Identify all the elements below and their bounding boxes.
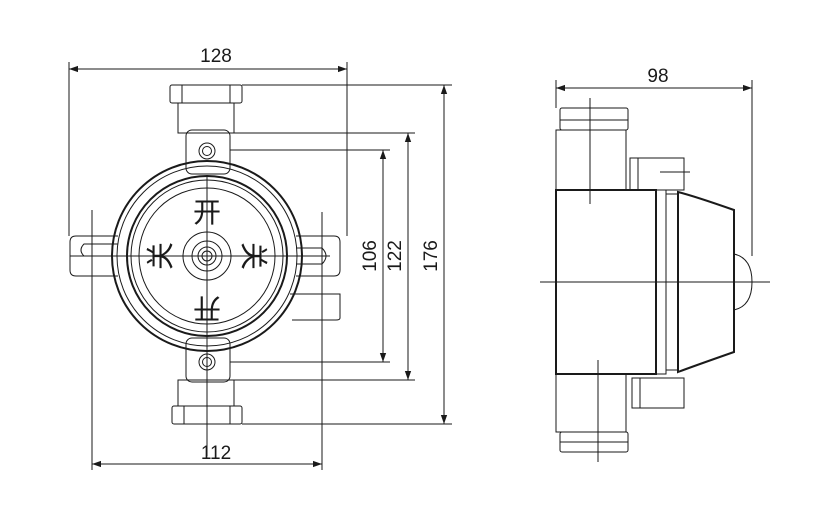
dim-mount-inner-label: 106 xyxy=(360,240,381,272)
front-extension-lines xyxy=(68,62,452,470)
dim-mount-outer-label: 122 xyxy=(385,240,406,272)
dim-mount-outer: 122 xyxy=(385,133,412,380)
dim-mount-inner: 106 xyxy=(360,150,387,362)
dim-overall-height-label: 176 xyxy=(421,240,442,272)
side-cover xyxy=(677,190,735,374)
side-top-cap xyxy=(559,107,629,131)
front-top-cap xyxy=(169,84,243,104)
side-view xyxy=(540,98,770,462)
front-top-neck xyxy=(177,102,235,134)
front-bottom-neck xyxy=(177,379,235,407)
side-bottom-neck xyxy=(555,373,627,433)
dim-base-width: 112 xyxy=(92,443,322,468)
dim-front-width-label: 128 xyxy=(200,46,232,67)
front-lower-boss xyxy=(185,337,231,383)
front-view: 开 开 关 关 xyxy=(69,84,341,456)
dim-front-width: 128 xyxy=(69,46,347,73)
front-upper-boss xyxy=(185,129,231,175)
front-upper-screw xyxy=(198,142,216,160)
side-top-neck xyxy=(555,129,627,191)
dim-side-depth-label: 98 xyxy=(647,66,668,87)
dim-side-depth: 98 xyxy=(555,66,753,256)
dim-overall-height: 176 xyxy=(421,85,448,424)
dim-base-width-label: 112 xyxy=(201,443,231,464)
